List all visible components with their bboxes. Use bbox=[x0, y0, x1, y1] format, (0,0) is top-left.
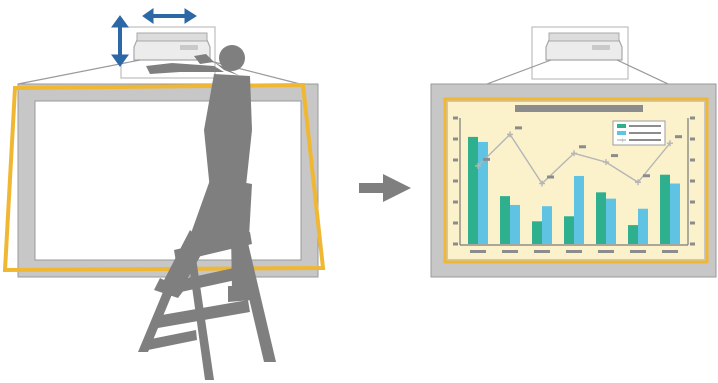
line-data-label bbox=[579, 145, 586, 149]
y-tick-label-right bbox=[690, 179, 695, 183]
y-ticks-left bbox=[453, 116, 458, 246]
x-tick-label bbox=[630, 250, 646, 253]
double-arrow-vertical-icon bbox=[111, 15, 129, 67]
y-tick-label-right bbox=[690, 158, 695, 162]
line-point bbox=[603, 159, 609, 166]
y-tick-label-left bbox=[453, 242, 458, 246]
line-point bbox=[507, 131, 513, 138]
bar-series-2 bbox=[638, 208, 648, 244]
right-arrow-icon bbox=[359, 174, 411, 202]
x-tick-label bbox=[502, 250, 518, 253]
y-tick-label-left bbox=[453, 179, 458, 183]
bar-series-1 bbox=[532, 221, 542, 244]
bar-series-1 bbox=[500, 196, 510, 244]
line-data-label bbox=[483, 157, 490, 161]
line-data-label bbox=[547, 175, 554, 179]
y-tick-label-right bbox=[690, 137, 695, 141]
right-scene: + bbox=[430, 26, 717, 278]
x-tick-label bbox=[470, 250, 486, 253]
line-point bbox=[635, 179, 641, 186]
y-ticks-right bbox=[690, 116, 695, 246]
y-tick-label-right bbox=[690, 221, 695, 225]
svg-text:+: + bbox=[620, 136, 625, 145]
bar-series-2 bbox=[670, 183, 680, 244]
bar-series-1 bbox=[564, 216, 574, 244]
keystoned-projection-outline bbox=[2, 82, 326, 273]
line-point bbox=[539, 180, 545, 187]
y-tick-label-right bbox=[690, 116, 695, 120]
double-arrow-horizontal-icon bbox=[142, 8, 197, 24]
legend-swatch-series-1 bbox=[617, 124, 626, 128]
screen-surface-left bbox=[34, 100, 302, 261]
left-scene bbox=[2, 8, 326, 380]
line-data-label bbox=[611, 154, 618, 158]
chart-bars bbox=[468, 136, 680, 244]
person-on-ladder-silhouette bbox=[138, 45, 276, 380]
chart-title-bar bbox=[515, 105, 643, 112]
y-tick-label-left bbox=[453, 200, 458, 204]
bar-series-2 bbox=[542, 206, 552, 244]
line-point bbox=[571, 150, 577, 157]
line-series bbox=[475, 126, 682, 187]
line-data-label bbox=[675, 135, 682, 139]
bar-series-1 bbox=[468, 136, 478, 244]
corrected-projection-outline bbox=[443, 97, 709, 264]
line-point bbox=[475, 162, 481, 169]
bar-series-2 bbox=[478, 141, 488, 244]
y-tick-label-right bbox=[690, 200, 695, 204]
bar-series-1 bbox=[596, 192, 606, 244]
bar-series-2 bbox=[574, 175, 584, 244]
line-data-label bbox=[515, 126, 522, 130]
bar-series-2 bbox=[510, 204, 520, 244]
bar-series-1 bbox=[660, 174, 670, 244]
x-tick-label bbox=[662, 250, 678, 253]
x-tick-label bbox=[566, 250, 582, 253]
x-tick-label bbox=[598, 250, 614, 253]
line-data-label bbox=[643, 174, 650, 178]
y-tick-label-right bbox=[690, 242, 695, 246]
legend-swatch-series-2 bbox=[617, 131, 626, 135]
y-tick-label-left bbox=[453, 158, 458, 162]
line-point bbox=[667, 140, 673, 147]
y-tick-label-left bbox=[453, 221, 458, 225]
x-tick-labels bbox=[470, 250, 678, 253]
y-tick-label-left bbox=[453, 137, 458, 141]
projector-left bbox=[133, 32, 211, 61]
chart-legend: + bbox=[612, 120, 666, 146]
bar-series-2 bbox=[606, 198, 616, 244]
bar-series-1 bbox=[628, 225, 638, 244]
projector-right bbox=[545, 32, 623, 61]
x-tick-label bbox=[534, 250, 550, 253]
y-tick-label-left bbox=[453, 116, 458, 120]
